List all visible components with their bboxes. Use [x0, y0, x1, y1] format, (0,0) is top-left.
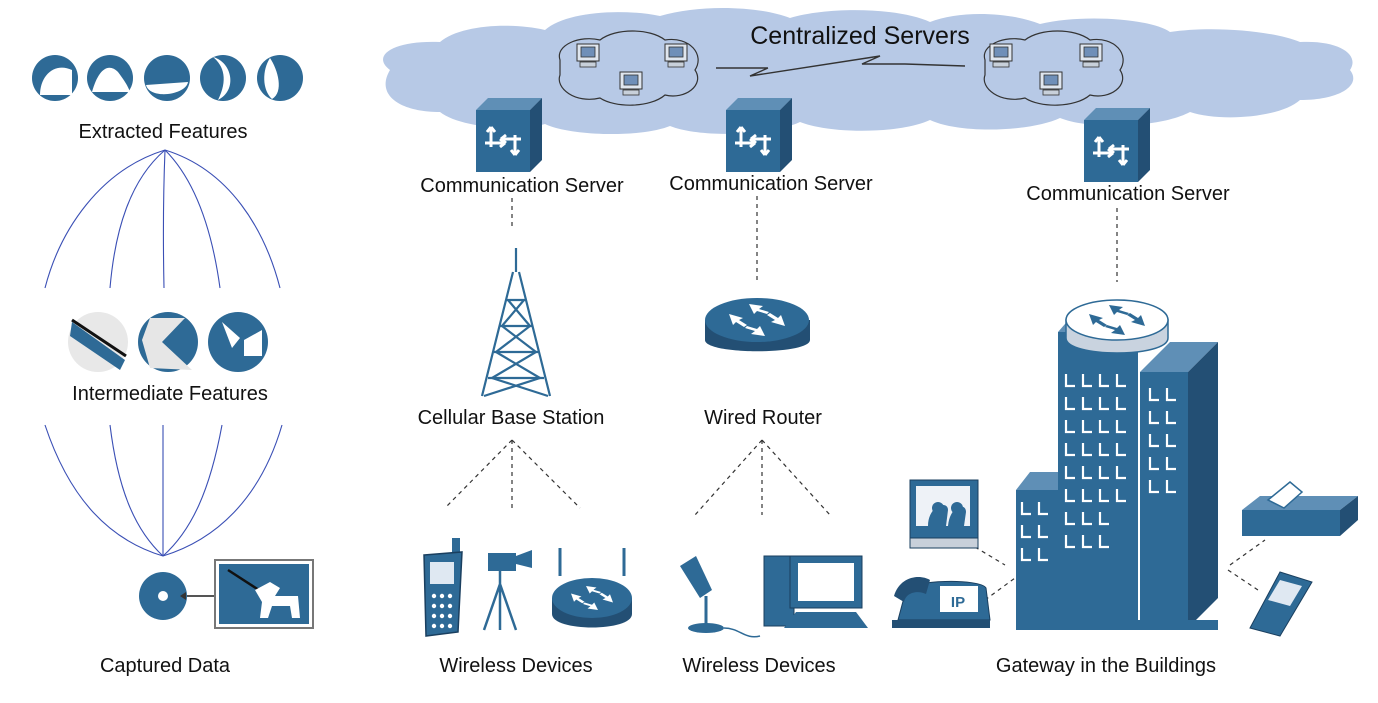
feature-circle-icon: [32, 55, 78, 101]
desktop-computer-icon: [763, 555, 868, 628]
intermediate-patch-icon: [138, 312, 198, 372]
server-cluster-left: [558, 30, 699, 106]
wireless-router-icon: [552, 548, 632, 628]
feature-circle-icon: [87, 55, 133, 101]
office-buildings-icon: [1016, 316, 1218, 630]
handheld-pda-icon: [1249, 571, 1313, 637]
cellular-tower-icon: [480, 248, 552, 398]
server-icon: [1079, 43, 1103, 68]
server-icon: [664, 43, 688, 68]
feature-circle-icon: [200, 55, 246, 101]
dashed-links: [444, 196, 1266, 601]
video-monitor-icon: [909, 479, 979, 549]
communication-server-switch-icon: [726, 98, 792, 172]
feature-circle-icon: [257, 55, 303, 101]
gateway-label: Gateway in the Buildings: [996, 655, 1216, 677]
server-icon: [576, 43, 600, 68]
feature-curves-upper: [44, 149, 281, 289]
cellular-station-label: Cellular Base Station: [418, 407, 605, 429]
wan-link-lightning: [716, 55, 966, 77]
ip-phone-badge: IP: [951, 594, 965, 611]
intermediate-patch-icon: [68, 312, 128, 372]
captured-data-label: Captured Data: [100, 655, 231, 677]
server-label-cellular: Communication Server: [420, 175, 624, 197]
server-label-wired: Communication Server: [669, 173, 873, 195]
video-camera-tripod-icon: [482, 550, 532, 631]
communication-server-switch-icon: [476, 98, 542, 172]
wireless-devices-label-cellular: Wireless Devices: [439, 655, 592, 677]
wired-router-icon: [705, 298, 810, 352]
ip-phone-icon: [892, 577, 991, 628]
wireless-devices-label-wired: Wireless Devices: [682, 655, 835, 677]
server-cluster-right: [983, 30, 1124, 106]
wired-router-label: Wired Router: [704, 407, 822, 429]
server-icon: [1039, 71, 1063, 96]
extracted-features-label: Extracted Features: [79, 121, 248, 143]
centralized-servers-cloud: [383, 7, 1354, 135]
intermediate-patch-icon: [208, 312, 268, 372]
dog-image-icon: [214, 559, 314, 629]
microphone-icon: [680, 556, 761, 638]
captured-data-group: [139, 559, 314, 629]
extracted-features-row: [32, 55, 303, 101]
cloud-title: Centralized Servers: [750, 22, 970, 50]
server-icon: [989, 43, 1013, 68]
fax-printer-icon: [1242, 481, 1358, 536]
mobile-phone-icon: [423, 538, 463, 637]
server-label-building: Communication Server: [1026, 183, 1230, 205]
gateway-router-icon: [1065, 299, 1169, 354]
communication-server-switch-icon: [1084, 108, 1150, 182]
server-icon: [619, 71, 643, 96]
feature-curves-lower: [44, 424, 283, 557]
intermediate-features-label: Intermediate Features: [72, 383, 268, 405]
intermediate-features-row: [68, 312, 268, 372]
feature-circle-icon: [144, 55, 190, 101]
disc-sensor-icon: [139, 572, 187, 620]
